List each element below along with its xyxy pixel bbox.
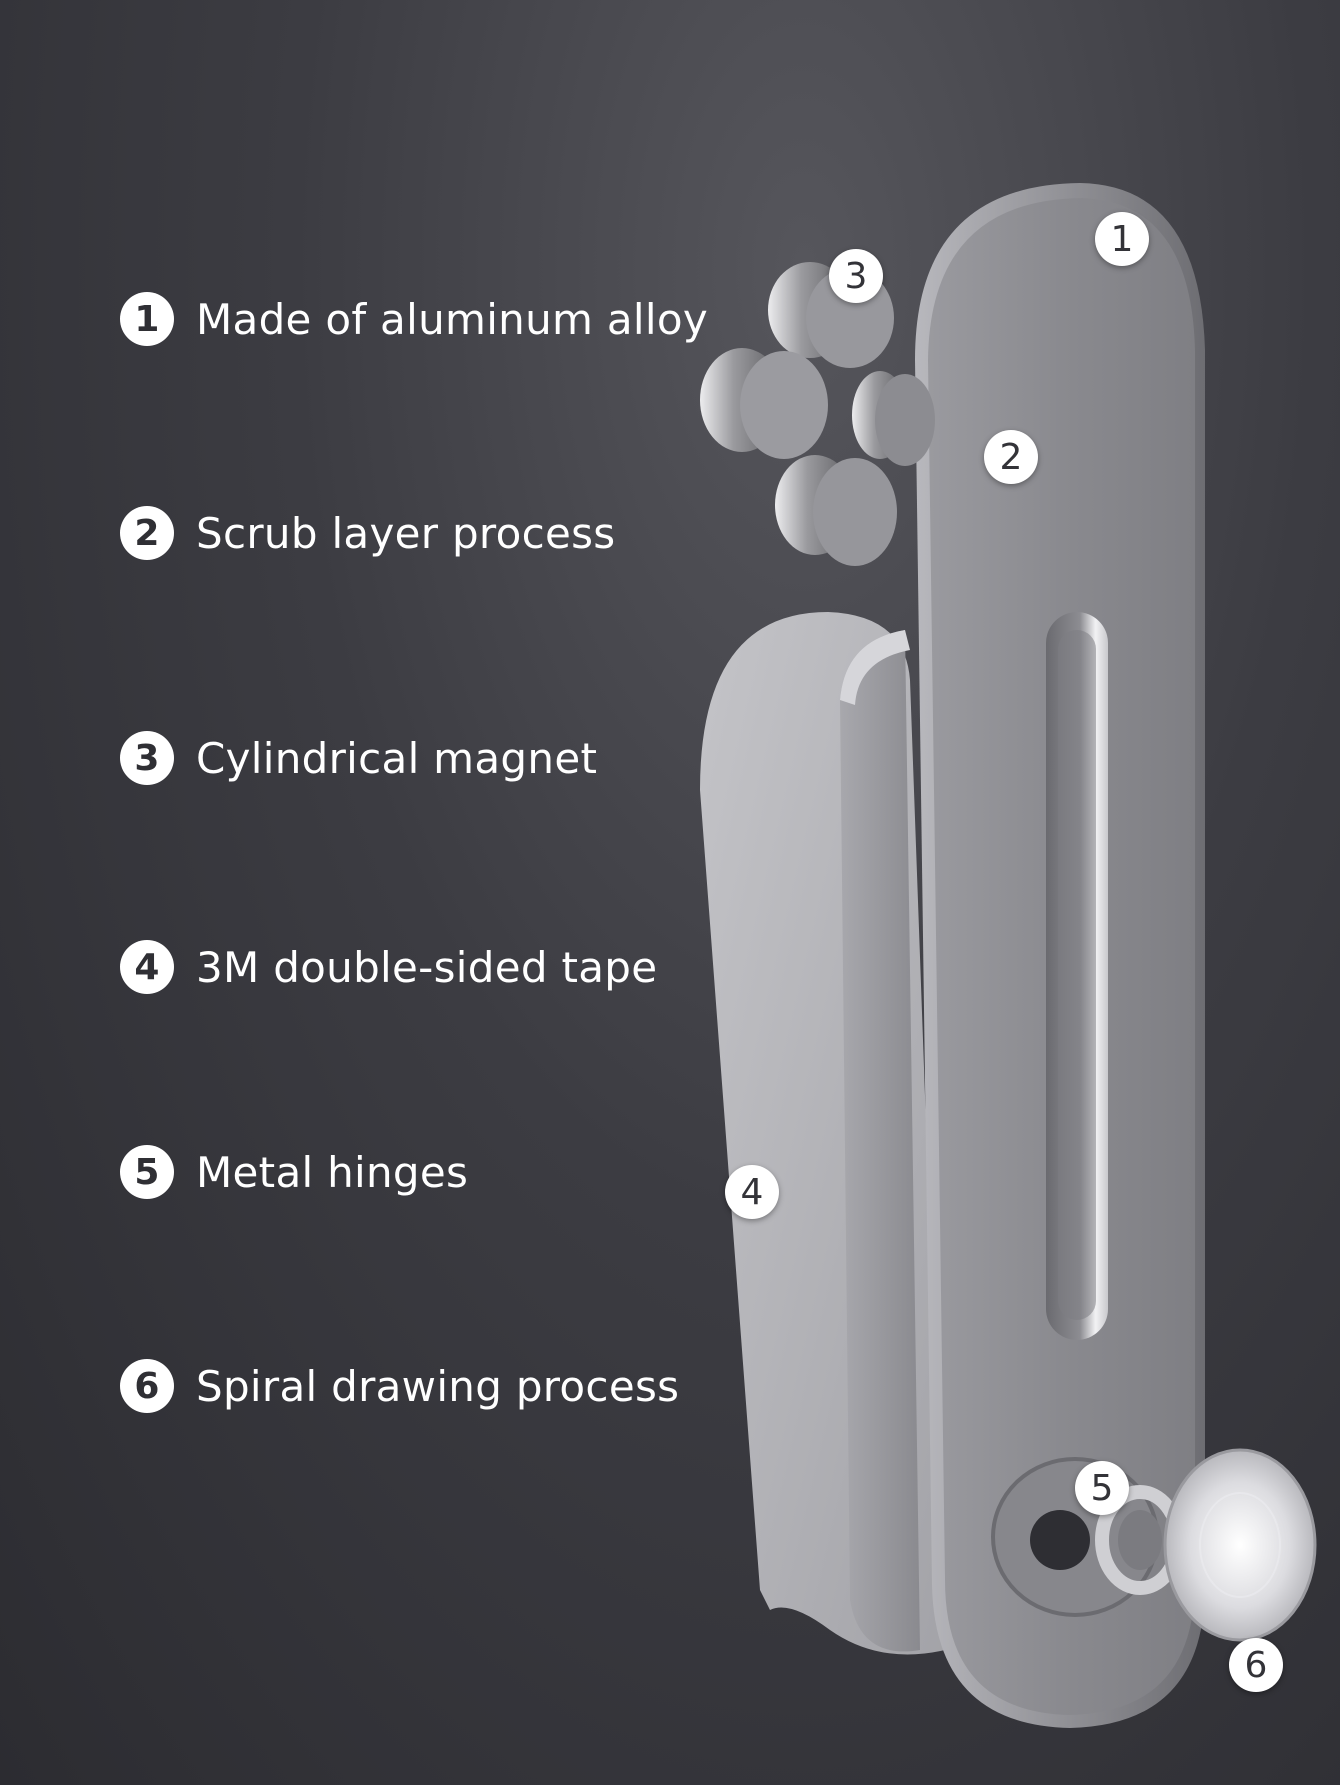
number-badge: 5	[120, 1145, 174, 1199]
number-badge: 3	[120, 731, 174, 785]
magnets	[700, 262, 935, 566]
feature-label: Cylindrical magnet	[196, 733, 598, 783]
callout-number: 5	[1090, 1467, 1114, 1509]
feature-cylindrical-magnet: 3 Cylindrical magnet	[120, 731, 597, 785]
callout-6-spiral-cap: 6	[1229, 1638, 1283, 1692]
back-plate	[840, 630, 920, 1652]
feature-aluminum-alloy: 1 Made of aluminum alloy	[120, 292, 708, 346]
callout-number: 1	[1110, 218, 1134, 260]
callout-5-hinge: 5	[1075, 1461, 1129, 1515]
callout-number: 3	[844, 255, 868, 297]
callout-number: 4	[740, 1171, 764, 1213]
feature-spiral-drawing: 6 Spiral drawing process	[120, 1359, 679, 1413]
callout-2-scrub-layer: 2	[984, 430, 1038, 484]
callout-1-aluminum-alloy: 1	[1095, 212, 1149, 266]
number-badge: 1	[120, 292, 174, 346]
number-badge: 4	[120, 940, 174, 994]
callout-number: 6	[1244, 1644, 1268, 1686]
feature-label: Scrub layer process	[196, 508, 616, 558]
feature-label: Made of aluminum alloy	[196, 294, 708, 344]
callout-3-magnet: 3	[829, 249, 883, 303]
feature-label: Metal hinges	[196, 1147, 469, 1197]
feature-scrub-layer: 2 Scrub layer process	[120, 506, 615, 560]
callout-number: 2	[999, 436, 1023, 478]
feature-label: 3M double-sided tape	[196, 942, 658, 992]
callout-4-tape: 4	[725, 1165, 779, 1219]
number-badge: 2	[120, 506, 174, 560]
number-badge: 6	[120, 1359, 174, 1413]
feature-label: Spiral drawing process	[196, 1361, 680, 1411]
spiral-cap	[1163, 1448, 1317, 1642]
feature-metal-hinges: 5 Metal hinges	[120, 1145, 468, 1199]
feature-double-sided-tape: 4 3M double-sided tape	[120, 940, 657, 994]
